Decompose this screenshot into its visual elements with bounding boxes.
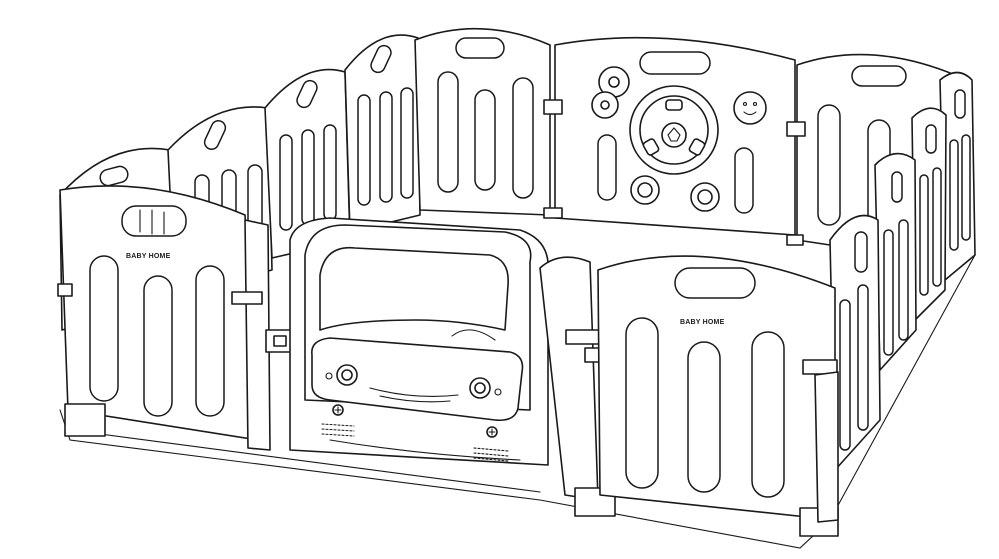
front-panel-right: BABY HOME xyxy=(597,255,839,537)
right-panel-1 xyxy=(939,71,976,281)
right-panel-2 xyxy=(911,107,947,321)
smiley-face-icon xyxy=(733,91,767,125)
speaker-grille-left xyxy=(321,423,355,437)
back-panel-3 xyxy=(264,68,351,259)
right-panel-3 xyxy=(874,152,917,371)
dial-wheel-icon xyxy=(629,85,719,175)
gear-icon xyxy=(591,66,630,119)
front-panel-left: BABY HOME xyxy=(57,185,259,441)
panel-connectors-back xyxy=(543,99,806,246)
headlight-right-icon xyxy=(469,377,502,399)
headlight-left-icon xyxy=(325,364,358,386)
speaker-grille-right xyxy=(473,447,509,462)
back-panel-5 xyxy=(414,27,551,216)
front-corner-post xyxy=(814,371,839,523)
back-panel-4 xyxy=(344,34,421,233)
car-gate-panel xyxy=(289,217,549,466)
front-connector-left xyxy=(231,219,299,451)
brand-mark-right: BABY HOME xyxy=(680,319,725,326)
brand-mark-left: BABY HOME xyxy=(126,253,171,260)
screw-icon xyxy=(332,404,498,438)
right-panel-4 xyxy=(829,214,881,471)
activity-panel xyxy=(554,36,796,236)
